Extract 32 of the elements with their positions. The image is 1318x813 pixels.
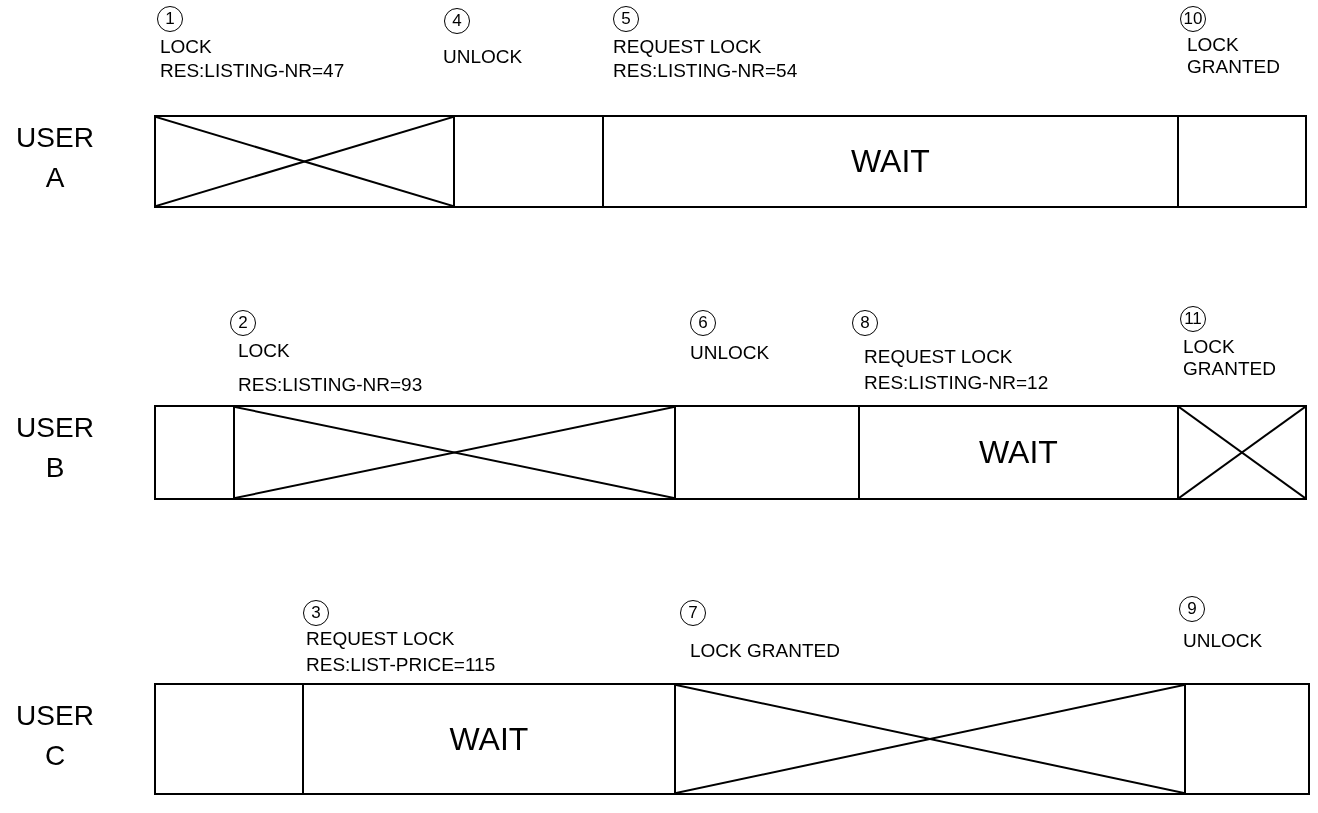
- time-segment: [154, 405, 235, 500]
- event-label: REQUEST LOCK: [864, 346, 1013, 368]
- time-segment: [1184, 683, 1310, 795]
- locked-segment: [154, 115, 455, 208]
- event-label: RES:LISTING-NR=47: [160, 60, 345, 82]
- wait-segment: WAIT: [302, 683, 676, 795]
- event-label: UNLOCK: [1183, 630, 1263, 652]
- event-label: LOCK: [160, 36, 212, 58]
- row-label: USER A: [15, 121, 95, 195]
- locked-segment: [233, 405, 676, 500]
- wait-segment: WAIT: [858, 405, 1179, 500]
- time-segment: [453, 115, 604, 208]
- event-label: UNLOCK: [690, 342, 770, 364]
- event-label: LOCK: [238, 340, 290, 362]
- event-label: UNLOCK: [443, 46, 523, 68]
- row-label: USER C: [15, 699, 95, 773]
- event-label: RES:LIST-PRICE=115: [306, 654, 496, 676]
- event-label: LOCK GRANTED: [1183, 336, 1277, 380]
- locked-segment: [674, 683, 1186, 795]
- event-label: LOCK GRANTED: [1187, 34, 1281, 78]
- event-label: RES:LISTING-NR=12: [864, 372, 1049, 394]
- time-segment: [674, 405, 860, 500]
- row-label: USER B: [15, 411, 95, 485]
- event-label: RES:LISTING-NR=54: [613, 60, 798, 82]
- event-label: REQUEST LOCK: [613, 36, 762, 58]
- event-label: REQUEST LOCK: [306, 628, 455, 650]
- wait-segment: WAIT: [602, 115, 1179, 208]
- time-segment: [154, 683, 304, 795]
- locked-segment: [1177, 405, 1307, 500]
- time-segment: [1177, 115, 1307, 208]
- event-label: LOCK GRANTED: [690, 640, 840, 662]
- event-label: RES:LISTING-NR=93: [238, 374, 423, 396]
